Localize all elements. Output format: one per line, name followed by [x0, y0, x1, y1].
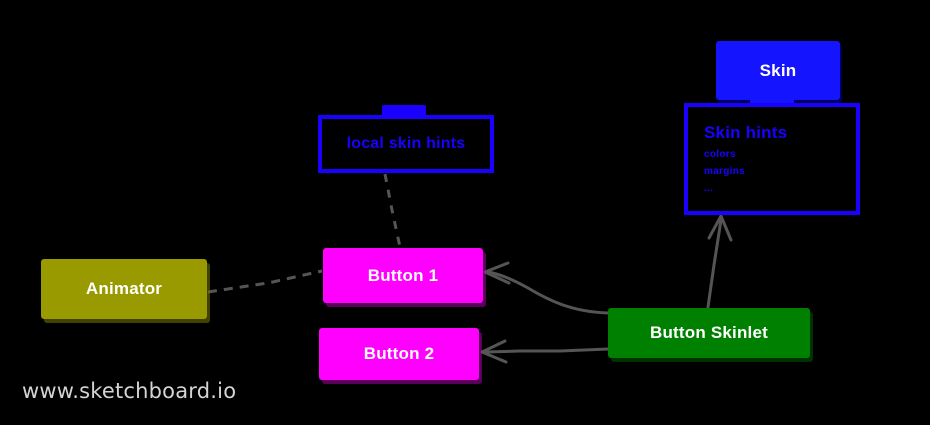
node-button-skinlet[interactable]: Button Skinlet	[608, 308, 810, 358]
edge-skinlet-to-skinhints	[706, 218, 723, 309]
edge-skinlet-to-button1	[486, 270, 610, 315]
node-skin-hints-title: Skin hints	[704, 123, 788, 142]
sketchboard-watermark: www.sketchboard.io	[22, 379, 237, 403]
node-button-2-label: Button 2	[363, 344, 435, 363]
node-skin-label: Skin	[759, 60, 797, 80]
edge-animator-to-button1	[207, 269, 323, 294]
edge-localskinhints-to-button1	[383, 173, 402, 248]
node-local-skin-hints[interactable]: local skin hints	[318, 115, 494, 173]
edge-skinlet-to-button2-arrowhead	[480, 339, 508, 364]
node-animator-label: Animator	[85, 279, 163, 298]
edge-skinlet-to-skinhints-arrowhead	[707, 214, 733, 242]
node-skin-hints-item-margins: margins	[704, 166, 746, 177]
node-skin[interactable]: Skin	[716, 41, 840, 100]
node-skin-hints-item-ellipsis: ...	[704, 183, 714, 194]
node-skin-hints-item-colors: colors	[704, 149, 736, 160]
node-button-2[interactable]: Button 2	[319, 328, 479, 380]
node-button-1[interactable]: Button 1	[323, 248, 483, 303]
node-skin-hints[interactable]: Skin hints colors margins ...	[684, 103, 860, 215]
node-local-skin-hints-title: local skin hints	[346, 135, 466, 152]
edge-skinlet-to-button1-arrowhead	[483, 261, 511, 285]
node-button-skinlet-label: Button Skinlet	[649, 323, 768, 342]
node-button-1-label: Button 1	[367, 265, 439, 285]
node-animator[interactable]: Animator	[41, 259, 207, 319]
local-skin-hints-tab	[382, 105, 426, 118]
edge-skinlet-to-button2	[483, 347, 610, 354]
